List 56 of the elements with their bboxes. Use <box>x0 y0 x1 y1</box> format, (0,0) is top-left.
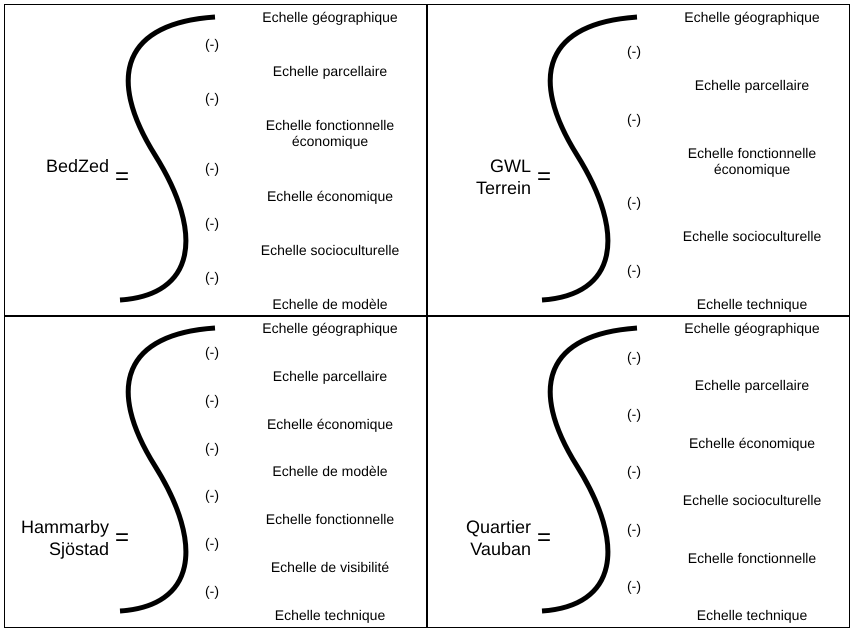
place-name: Quartier Vauban <box>464 516 531 560</box>
minus-sign: (-) <box>205 36 219 52</box>
minus-sign: (-) <box>627 110 641 127</box>
table-cell <box>426 4 850 317</box>
scale-label: Echelle géographique <box>683 320 821 336</box>
minus-sign: (-) <box>205 582 219 599</box>
minus-sign: (-) <box>205 90 219 106</box>
minus-sign: (-) <box>627 262 641 278</box>
place-name: BedZed <box>44 155 109 177</box>
scale-label: Echelle parcellaire <box>272 63 388 80</box>
scale-label: Echelle fonctionnelle économique <box>264 117 396 150</box>
scale-label: Echelle socioculturelle <box>260 242 400 258</box>
minus-sign: (-) <box>205 268 219 285</box>
scale-label: Echelle socioculturelle <box>682 492 822 508</box>
minus-sign: (-) <box>627 194 641 210</box>
scale-label: Echelle parcellaire <box>694 76 810 93</box>
scale-label: Echelle de modèle <box>271 463 389 480</box>
table-cell <box>4 315 428 628</box>
scale-label: Echelle géographique <box>683 9 821 25</box>
minus-sign: (-) <box>627 463 641 480</box>
equals-sign: = <box>537 163 552 191</box>
scale-label: Echelle économique <box>688 434 816 451</box>
minus-sign: (-) <box>627 578 641 594</box>
minus-sign: (-) <box>627 42 641 59</box>
minus-sign: (-) <box>205 487 219 504</box>
minus-sign: (-) <box>627 520 641 537</box>
table-cell <box>426 315 850 628</box>
scale-label: Echelle géographique <box>261 320 399 336</box>
minus-sign: (-) <box>205 344 219 360</box>
scale-label: Echelle économique <box>266 416 394 432</box>
scale-label: Echelle économique <box>266 188 394 204</box>
minus-sign: (-) <box>627 348 641 365</box>
minus-sign: (-) <box>205 392 219 408</box>
place-name: GWL Terrein <box>474 155 531 199</box>
minus-sign: (-) <box>205 535 219 552</box>
scale-label: Echelle technique <box>696 606 808 623</box>
minus-sign: (-) <box>205 214 219 231</box>
scale-label: Echelle fonctionnelle économique <box>686 144 818 176</box>
scale-label: Echelle fonctionnelle <box>686 550 818 566</box>
place-name: Hammarby Sjöstad <box>20 516 109 560</box>
minus-sign: (-) <box>205 440 219 456</box>
scale-label: Echelle géographique <box>261 9 399 25</box>
equals-sign: = <box>115 163 130 191</box>
scale-label: Echelle technique <box>696 296 808 312</box>
scale-label: Echelle fonctionnelle <box>264 511 396 528</box>
scale-label: Echelle technique <box>274 606 386 623</box>
scale-label: Echelle socioculturelle <box>682 228 822 244</box>
scale-label: Echelle de modèle <box>271 296 389 312</box>
table-cell <box>4 4 428 317</box>
minus-sign: (-) <box>627 406 641 422</box>
minus-sign: (-) <box>205 160 219 176</box>
equals-sign: = <box>115 524 130 552</box>
equals-sign: = <box>537 524 552 552</box>
scale-label: Echelle parcellaire <box>272 368 388 384</box>
scale-label: Echelle de visibilité <box>270 559 390 576</box>
scale-label: Echelle parcellaire <box>694 377 810 394</box>
